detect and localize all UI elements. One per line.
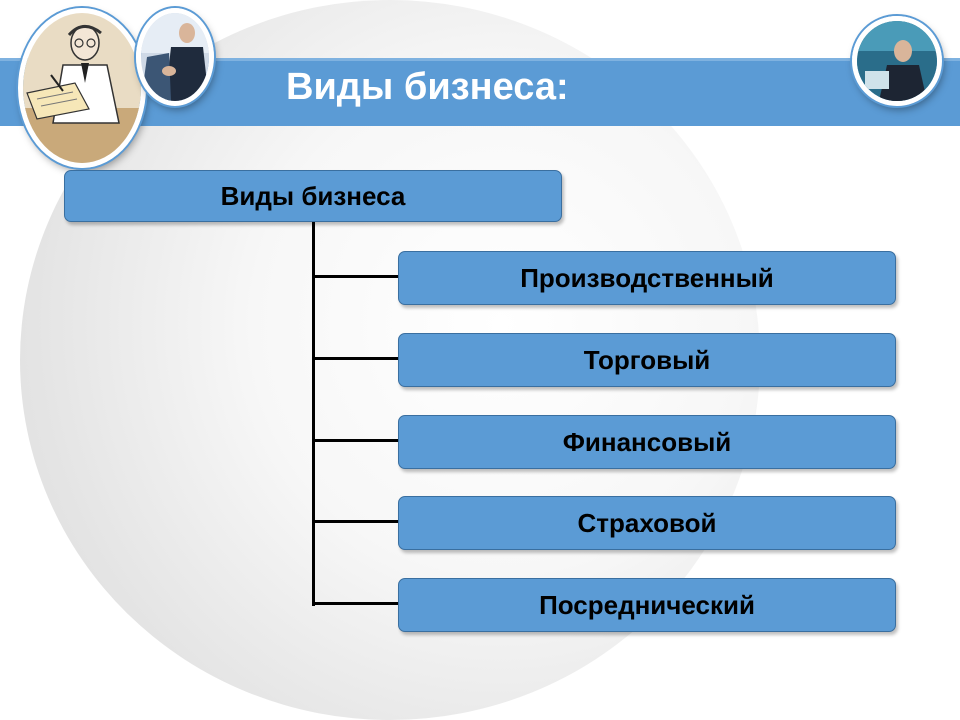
tree-trunk-line [312, 222, 315, 606]
child-node-insurance: Страховой [398, 496, 896, 550]
clerk-illustration-image [18, 8, 146, 168]
businessman-photo [852, 16, 942, 106]
branch-line [312, 602, 398, 605]
title-band-highlight [0, 58, 960, 61]
slide-title: Виды бизнеса: [286, 66, 569, 108]
branch-line [312, 439, 398, 442]
child-node-trade: Торговый [398, 333, 896, 387]
child-node-financial: Финансовый [398, 415, 896, 469]
branch-line [312, 275, 398, 278]
handshake-photo [136, 8, 214, 106]
child-node-production: Производственный [398, 251, 896, 305]
root-node: Виды бизнеса [64, 170, 562, 222]
branch-line [312, 357, 398, 360]
child-node-intermediary: Посреднический [398, 578, 896, 632]
branch-line [312, 520, 398, 523]
